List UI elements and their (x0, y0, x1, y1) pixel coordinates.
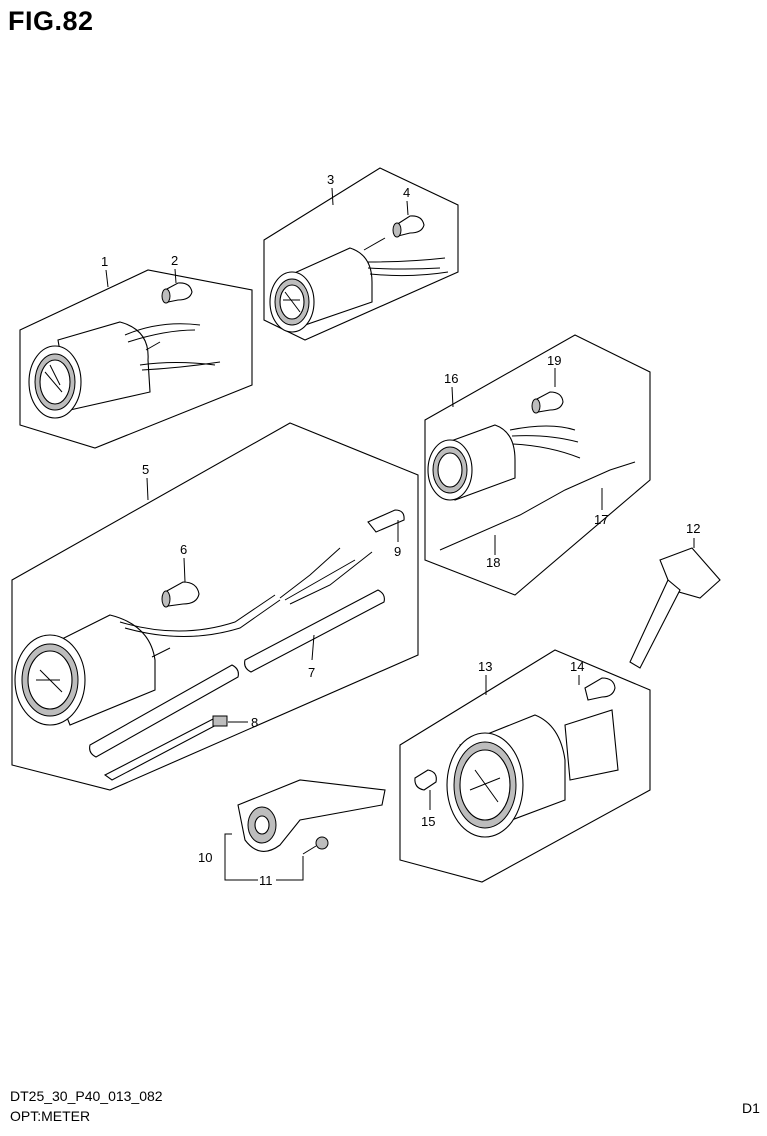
callout-14: 14 (570, 659, 584, 674)
callout-19: 19 (547, 353, 561, 368)
callout-1: 1 (101, 254, 108, 269)
bulb-part-4[interactable] (392, 215, 425, 238)
meter-part-1[interactable] (28, 321, 221, 419)
callout-17: 17 (594, 512, 608, 527)
group-box-3 (263, 167, 459, 341)
callout-9: 9 (394, 544, 401, 559)
callout-16: 16 (444, 371, 458, 386)
bulb-part-14[interactable] (584, 677, 616, 701)
tie-part-8[interactable] (103, 715, 228, 781)
screw-part-11[interactable] (302, 836, 329, 855)
group-box-5 (11, 422, 419, 791)
meter-part-13[interactable] (446, 709, 619, 838)
callout-18: 18 (486, 555, 500, 570)
meter-part-16[interactable] (427, 424, 636, 551)
callout-2: 2 (171, 253, 178, 268)
callout-4: 4 (403, 185, 410, 200)
leader-lines (105, 187, 695, 881)
callout-3: 3 (327, 172, 334, 187)
callout-15: 15 (421, 814, 435, 829)
sender-part-12[interactable] (629, 547, 721, 669)
meter-part-3[interactable] (269, 237, 449, 333)
diagram-title: OPT:METER (10, 1108, 91, 1124)
connector-part-9[interactable] (367, 509, 405, 533)
bulb-part-6[interactable] (161, 581, 200, 608)
callout-labels: 1 2 3 4 5 6 7 8 9 10 11 12 13 14 15 16 1… (101, 172, 700, 888)
callout-12: 12 (686, 521, 700, 536)
bulb-part-2[interactable] (161, 282, 193, 304)
group-box-13 (399, 649, 651, 883)
callout-13: 13 (478, 659, 492, 674)
group-box-16 (424, 334, 651, 596)
callout-8: 8 (251, 715, 258, 730)
group-box-1 (19, 269, 253, 449)
cap-part-15[interactable] (414, 769, 437, 791)
meter-part-5[interactable] (14, 547, 373, 726)
callout-5: 5 (142, 462, 149, 477)
page-id: D1 (742, 1100, 760, 1116)
tube-part-7[interactable] (89, 589, 385, 758)
diagram-code: DT25_30_P40_013_082 (10, 1088, 163, 1104)
callout-10: 10 (198, 850, 212, 865)
bracket-part-10[interactable] (237, 779, 386, 852)
callout-11: 11 (259, 873, 273, 888)
figure-title: FIG.82 (8, 6, 94, 36)
callout-6: 6 (180, 542, 187, 557)
bulb-part-19[interactable] (531, 391, 564, 414)
callout-7: 7 (308, 665, 315, 680)
